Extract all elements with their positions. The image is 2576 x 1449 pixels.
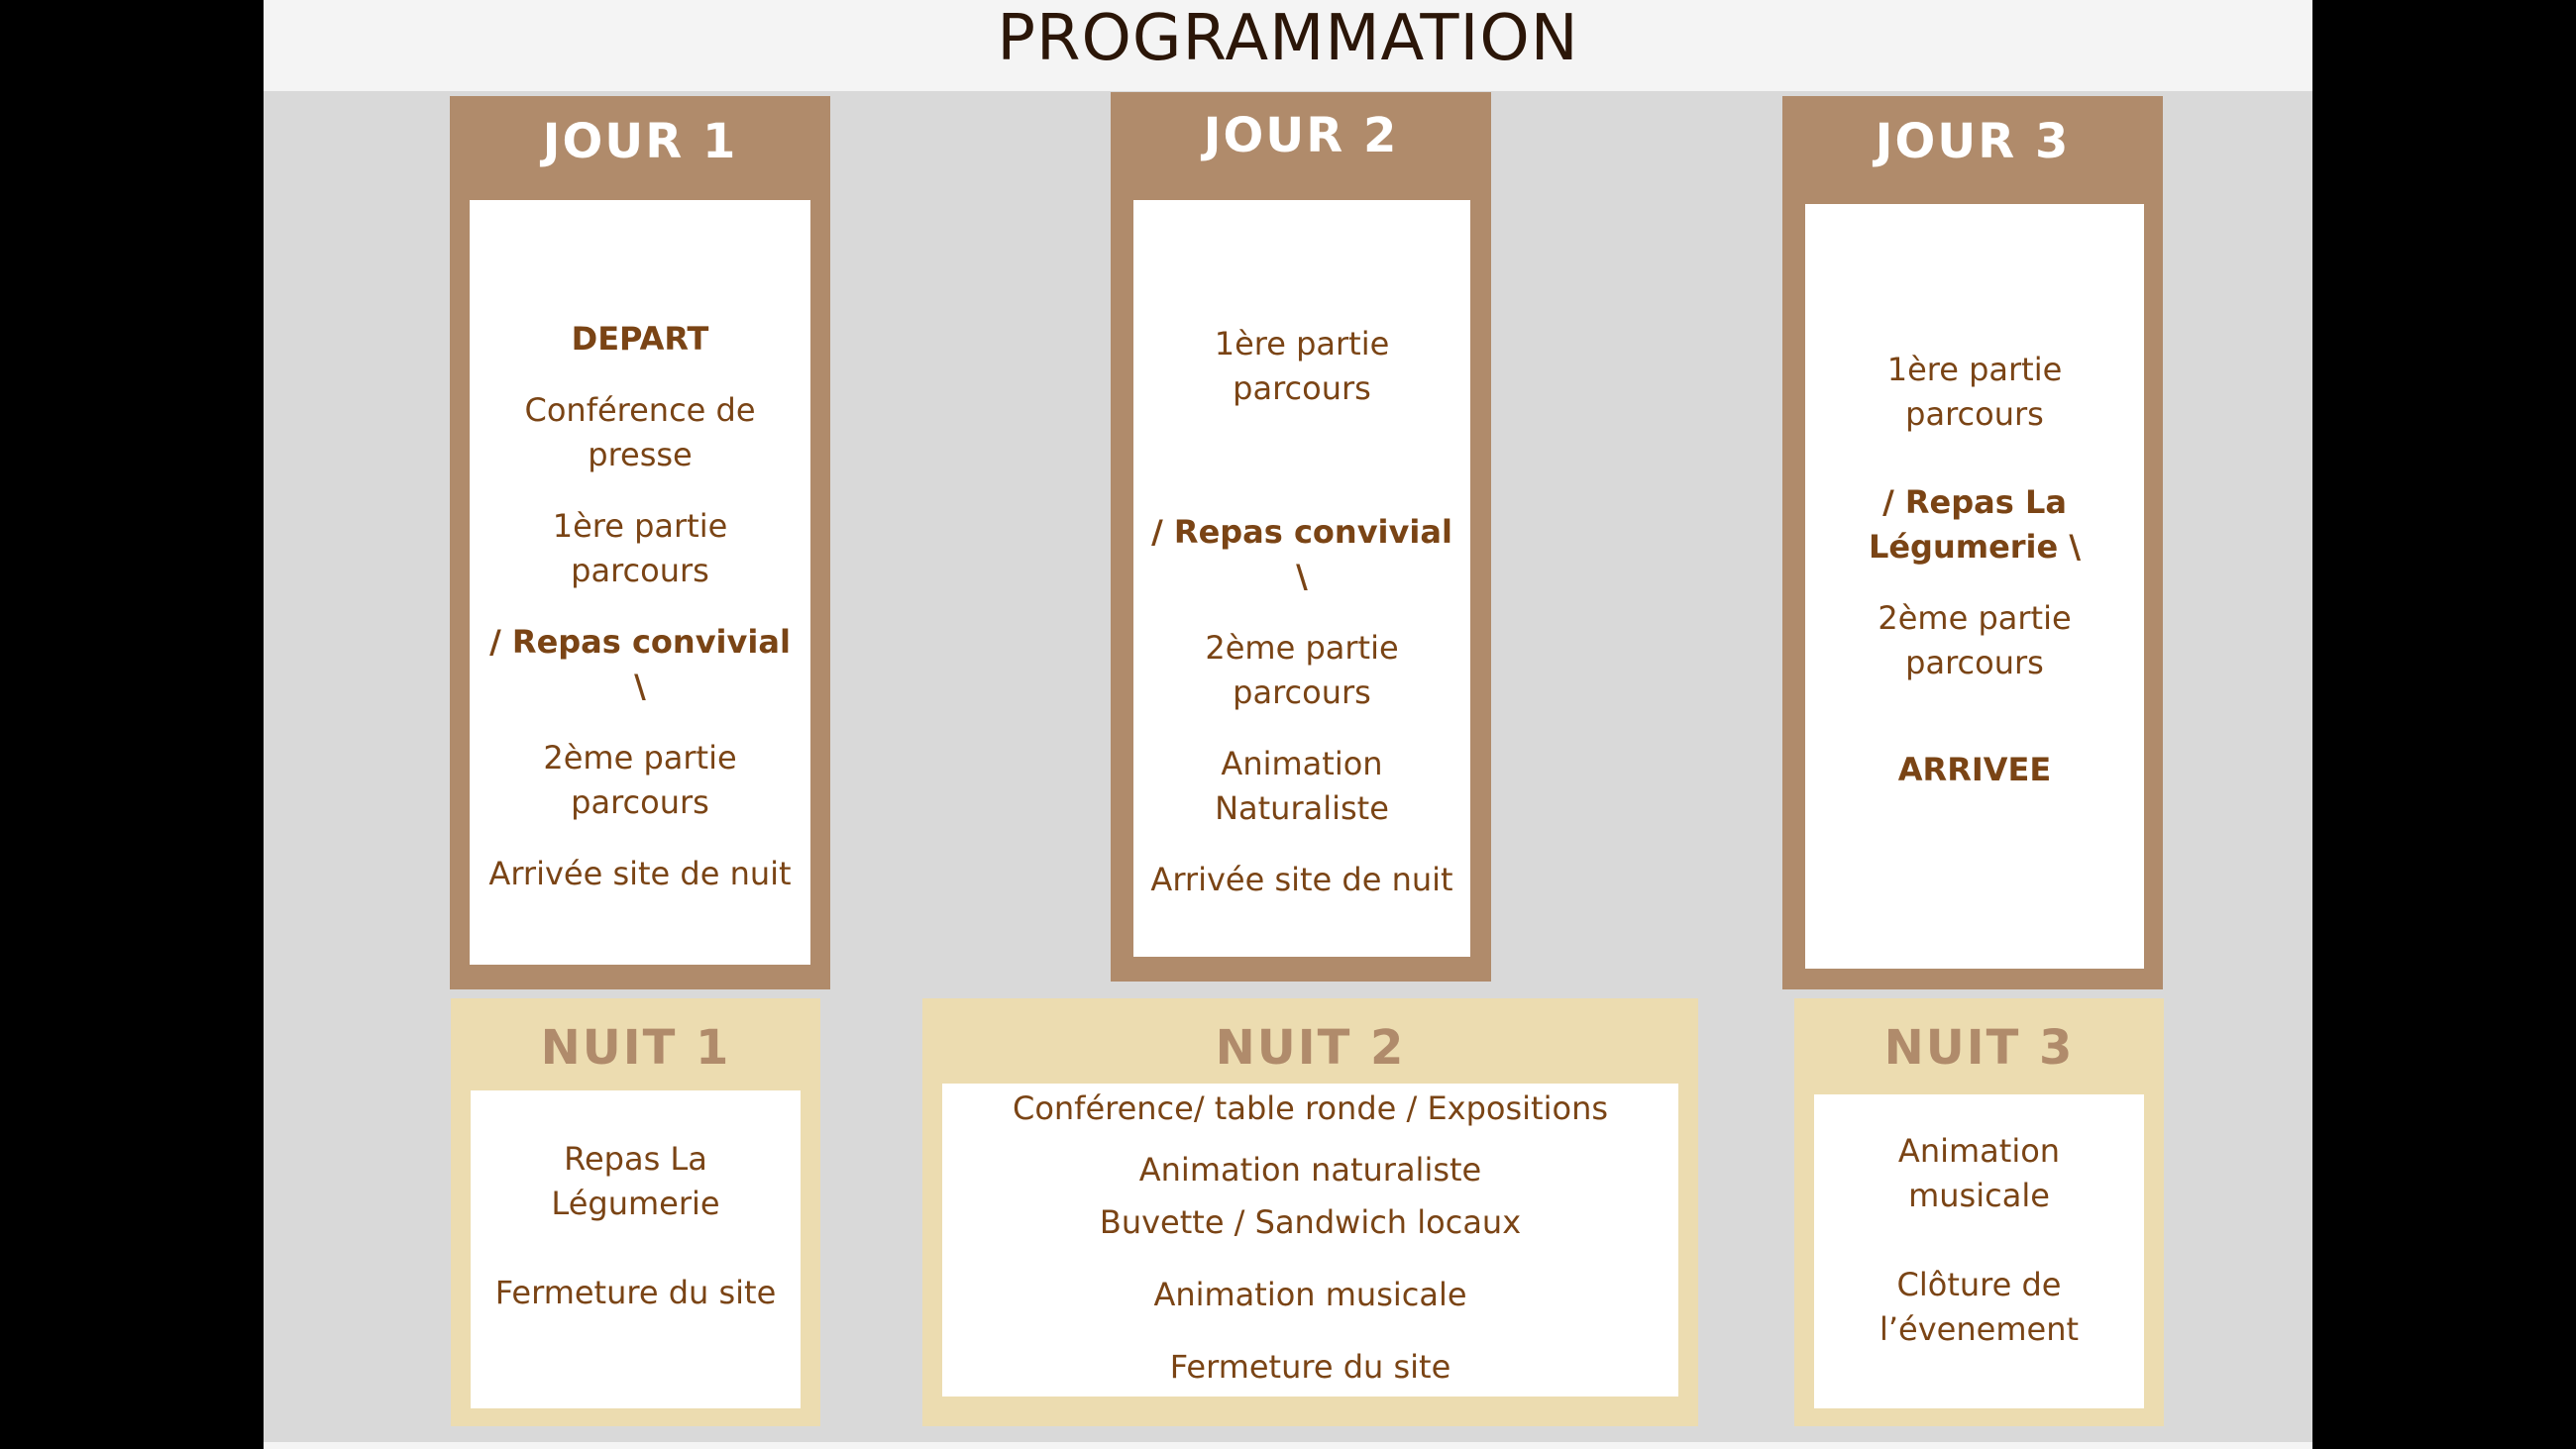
- night-panel-2: NUIT 2 Conférence/ table ronde / Exposit…: [922, 998, 1698, 1426]
- night2-item-music: Animation musicale: [1153, 1276, 1467, 1313]
- day1-item-part1: 1ère partie parcours: [552, 507, 728, 589]
- bottom-strip: [264, 1442, 2312, 1449]
- night-title-2: NUIT 2: [1215, 1020, 1406, 1076]
- night-panel-1: NUIT 1 Repas La Légumerie Fermeture du s…: [451, 998, 820, 1426]
- day-content-2: 1ère partie parcours / Repas convivial \…: [1133, 200, 1470, 957]
- night-content-1: Repas La Légumerie Fermeture du site: [471, 1090, 801, 1408]
- night2-item-conference: Conférence/ table ronde / Expositions: [1012, 1089, 1609, 1127]
- day2-item-part1: 1ère partie parcours: [1214, 325, 1390, 407]
- day3-item-meal: / Repas La Légumerie \: [1868, 483, 2082, 566]
- night1-item-meal: Repas La Légumerie: [551, 1140, 720, 1222]
- night3-item-closing: Clôture de l’évenement: [1878, 1266, 2080, 1348]
- slide: PROGRAMMATION JOUR 1 DEPART Conférence d…: [264, 0, 2312, 1449]
- day1-item-depart: DEPART: [571, 320, 709, 358]
- page-title: PROGRAMMATION: [997, 2, 1579, 75]
- day2-item-arrival: Arrivée site de nuit: [1150, 861, 1453, 898]
- day-title-1: JOUR 1: [542, 114, 738, 169]
- night3-item-music: Animation musicale: [1897, 1132, 2061, 1214]
- day2-item-part2: 2ème partie parcours: [1205, 629, 1399, 711]
- night-panel-3: NUIT 3 Animation musicale Clôture de l’é…: [1794, 998, 2164, 1426]
- night2-item-closing: Fermeture du site: [1169, 1348, 1451, 1386]
- night-title-3: NUIT 3: [1883, 1020, 2075, 1076]
- day-panel-3: JOUR 3 1ère partie parcours / Repas La L…: [1782, 96, 2163, 989]
- day3-item-arrival: ARRIVEE: [1897, 751, 2052, 788]
- day-panel-1: JOUR 1 DEPART Conférence de presse 1ère …: [450, 96, 830, 989]
- day-content-1: DEPART Conférence de presse 1ère partie …: [470, 200, 810, 965]
- night-content-2: Conférence/ table ronde / Expositions An…: [942, 1084, 1678, 1397]
- day-title-2: JOUR 2: [1203, 108, 1399, 163]
- day3-item-part2: 2ème partie parcours: [1878, 599, 2072, 681]
- day-panel-2: JOUR 2 1ère partie parcours / Repas conv…: [1111, 92, 1491, 982]
- night-content-3: Animation musicale Clôture de l’évenemen…: [1814, 1094, 2144, 1408]
- night-title-1: NUIT 1: [540, 1020, 731, 1076]
- day1-item-arrival: Arrivée site de nuit: [488, 855, 792, 892]
- day-content-3: 1ère partie parcours / Repas La Légumeri…: [1805, 204, 2144, 969]
- night1-item-closing: Fermeture du site: [494, 1274, 777, 1311]
- night2-item-buvette: Buvette / Sandwich locaux: [1099, 1203, 1522, 1241]
- day2-item-animation: Animation Naturaliste: [1215, 745, 1389, 827]
- header-bar: [264, 0, 2312, 91]
- day2-item-meal: / Repas convivial \: [1151, 513, 1452, 595]
- night2-item-animation: Animation naturaliste: [1138, 1151, 1482, 1189]
- day1-item-part2: 2ème partie parcours: [543, 739, 737, 821]
- day1-item-press: Conférence de presse: [524, 391, 756, 473]
- day-title-3: JOUR 3: [1875, 114, 2071, 169]
- day3-item-part1: 1ère partie parcours: [1886, 351, 2063, 433]
- day1-item-meal: / Repas convivial \: [489, 623, 791, 705]
